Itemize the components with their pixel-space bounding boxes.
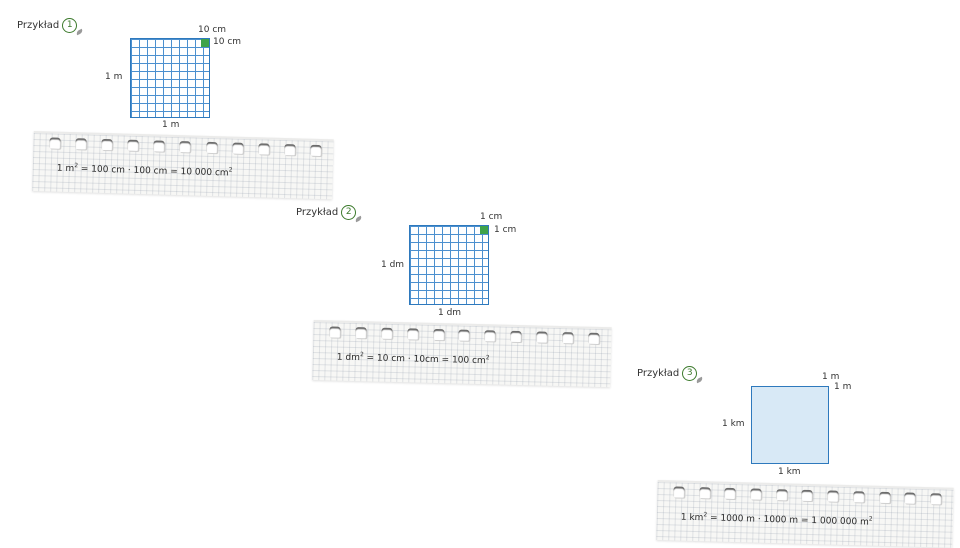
highlight-cell bbox=[480, 226, 488, 234]
example-number-badge: 2 bbox=[341, 205, 357, 220]
notebook-paper-1: 1 m2 = 100 cm · 100 cm = 10 000 cm2 bbox=[32, 131, 334, 200]
cell-height-label: 1 cm bbox=[494, 225, 517, 235]
side-length-label: 1 km bbox=[722, 419, 745, 429]
example-number-badge: 3 bbox=[682, 366, 698, 381]
cell-height-label: 1 m bbox=[834, 382, 852, 392]
side-length-label: 1 m bbox=[105, 72, 123, 82]
spiral-holes bbox=[49, 137, 322, 157]
area-formula: 1 m2 = 100 cm · 100 cm = 10 000 cm2 bbox=[56, 162, 233, 179]
bottom-length-label: 1 km bbox=[778, 467, 801, 477]
side-length-label: 1 dm bbox=[381, 260, 405, 270]
example-label: Przykład bbox=[296, 207, 339, 218]
square-1km bbox=[751, 386, 829, 464]
spiral-holes bbox=[329, 326, 600, 344]
example-2-heading: Przykład 2 bbox=[296, 205, 357, 220]
cell-width-label: 1 cm bbox=[480, 212, 503, 222]
example-label: Przykład bbox=[637, 368, 680, 379]
example-label: Przykład bbox=[17, 20, 60, 31]
highlight-cell bbox=[201, 39, 209, 47]
cell-height-label: 10 cm bbox=[213, 37, 242, 47]
example-number-badge: 1 bbox=[62, 18, 78, 33]
notebook-paper-2: 1 dm2 = 10 cm · 10cm = 100 cm2 bbox=[312, 320, 612, 388]
bottom-length-label: 1 dm bbox=[438, 308, 462, 318]
area-formula: 1 dm2 = 10 cm · 10cm = 100 cm2 bbox=[336, 351, 490, 367]
spiral-holes bbox=[673, 486, 942, 505]
square-grid-1dm bbox=[409, 225, 489, 305]
cell-width-label: 1 m bbox=[822, 372, 840, 382]
example-3-heading: Przykład 3 bbox=[637, 366, 698, 381]
example-1-heading: Przykład 1 bbox=[17, 18, 78, 33]
bottom-length-label: 1 m bbox=[162, 120, 180, 130]
square-grid-1m bbox=[130, 38, 210, 118]
area-formula: 1 km2 = 1000 m · 1000 m = 1 000 000 m2 bbox=[680, 511, 873, 528]
cell-width-label: 10 cm bbox=[198, 25, 227, 35]
notebook-paper-3: 1 km2 = 1000 m · 1000 m = 1 000 000 m2 bbox=[656, 480, 954, 548]
